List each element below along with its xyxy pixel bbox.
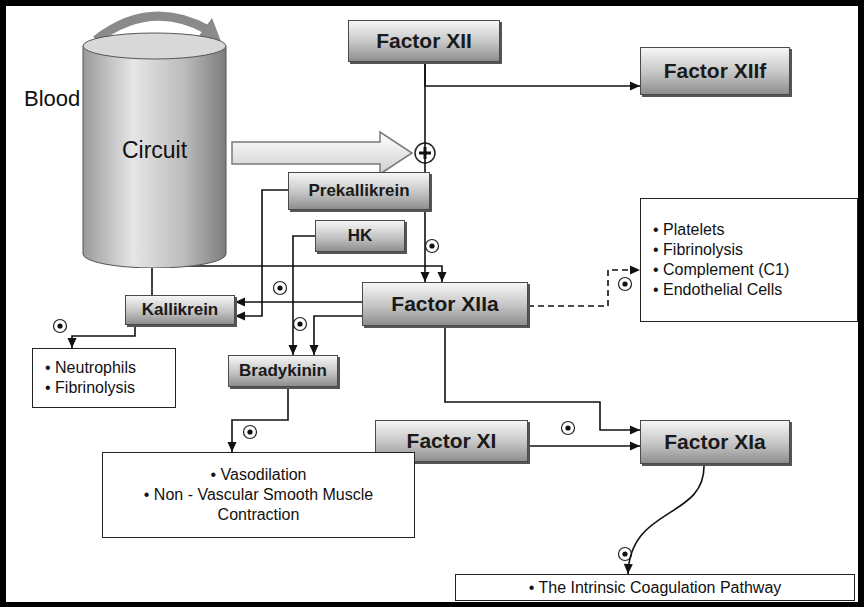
connector (289, 236, 316, 355)
hollow-arrow (232, 132, 412, 174)
connector-line (628, 464, 704, 574)
arrow-head (235, 298, 245, 307)
arrow-head (630, 426, 640, 435)
connector (425, 62, 640, 91)
arrow-head (630, 82, 640, 91)
arrow-head (235, 312, 245, 321)
connector (68, 325, 136, 348)
list-item: • Non - Vascular Smooth Muscle Contracti… (144, 485, 374, 525)
arrow-head (624, 564, 633, 574)
node-label: Factor XI (407, 428, 497, 454)
list-item: • The Intrinsic Coagulation Pathway (468, 578, 842, 598)
effect-list-box: • Platelets• Fibrinolysis• Complement (C… (640, 198, 858, 322)
connector-line (232, 387, 288, 452)
factor-box: Factor XIIf (640, 47, 790, 95)
factor-box: Factor XII (348, 20, 500, 62)
effect-list-box: • Neutrophils• Fibrinolysis (32, 348, 176, 408)
effect-list-box: • Vasodilation• Non - Vascular Smooth Mu… (102, 452, 415, 538)
protein-box: HK (315, 220, 405, 252)
node-label: Factor XII (376, 28, 472, 54)
node-label: Circuit (82, 137, 227, 164)
node-label: Factor XIIa (391, 291, 498, 317)
list-item: • Endothelial Cells (653, 280, 845, 300)
factor-box: Factor XIIa (362, 282, 528, 326)
connector-line (445, 326, 640, 430)
connector-line (235, 301, 362, 303)
arrow-head (421, 272, 430, 282)
node-label: HK (348, 225, 373, 246)
connector-line (235, 190, 288, 316)
connector (228, 387, 289, 452)
dashed-connector (528, 266, 640, 307)
connector (235, 190, 288, 321)
node-label: Prekallikrein (308, 180, 409, 201)
arrow-head (630, 442, 640, 451)
list-item: • Fibrinolysis (45, 378, 163, 398)
node-label: Kallikrein (142, 299, 219, 320)
connector-line (528, 445, 640, 447)
connector (445, 326, 640, 435)
effect-list-box: • The Intrinsic Coagulation Pathway (455, 574, 855, 601)
list-item: • Vasodilation (144, 465, 374, 485)
connector-line (293, 236, 315, 355)
arrow-head (289, 345, 298, 355)
connector (310, 316, 363, 355)
factor-box: Factor XIa (640, 420, 790, 464)
list-item: • Complement (C1) (653, 260, 845, 280)
text-wrap: • Vasodilation• Non - Vascular Smooth Mu… (144, 465, 374, 525)
node-label: Factor XIIf (664, 58, 767, 84)
list-item: • Platelets (653, 220, 845, 240)
node-label: Bradykinin (239, 360, 327, 381)
arrow-head (228, 442, 237, 452)
list-item: • Fibrinolysis (653, 240, 845, 260)
input-label: Blood (24, 86, 80, 112)
connector (624, 464, 704, 574)
activation-plus (415, 143, 435, 163)
node-label: Factor XIa (664, 429, 766, 455)
connector (235, 298, 362, 307)
connector-line (72, 325, 135, 348)
arrow-head (438, 272, 447, 282)
connector-line (528, 270, 640, 306)
arrow-head (630, 266, 640, 275)
list-item: • Neutrophils (45, 358, 163, 378)
arrow-head (310, 345, 319, 355)
circuit-cylinder: Circuit (82, 32, 227, 268)
protein-box: Prekallikrein (288, 172, 430, 210)
connector (528, 442, 640, 451)
connector-line (425, 62, 640, 86)
protein-box: Kallikrein (125, 295, 235, 325)
connector-line (314, 316, 362, 355)
arrow-head (68, 338, 77, 348)
protein-box: Bradykinin (228, 355, 338, 387)
cylinder-label-wrap: Circuit (82, 137, 227, 164)
